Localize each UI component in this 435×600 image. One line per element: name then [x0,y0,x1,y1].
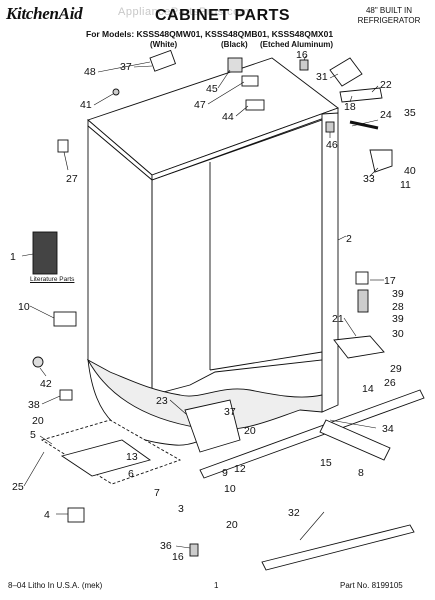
callout: 16 [296,49,308,61]
callout: 36 [160,540,172,552]
callout: 4 [44,509,50,521]
callout: 33 [363,173,375,185]
variant-aluminum: (Etched Aluminum) [260,40,334,49]
page-title: CABINET PARTS [155,7,291,24]
callout: 23 [156,395,168,407]
bracket-47 [241,75,259,87]
callout: 26 [384,377,396,389]
kickplate-32 [261,524,415,571]
callout: 10 [224,483,236,495]
callout: 20 [244,425,256,437]
callout: 45 [206,83,218,95]
callout: 37 [120,61,132,73]
callout: 42 [40,378,52,390]
callout: 15 [320,457,332,469]
screw-36 [189,543,199,557]
callout-labels: 48 37 45 16 31 41 47 44 18 22 27 24 35 4… [10,49,416,563]
leg-4 [67,507,85,523]
variant-black: (Black) [221,40,248,49]
callout: 40 [404,165,416,177]
variant-white: (White) [150,40,178,49]
callout: 10 [18,301,30,313]
callout: 39 [392,288,404,300]
callout: 25 [12,481,24,493]
literature-booklet [32,231,58,275]
callout: 34 [382,423,394,435]
callout: 38 [28,399,40,411]
hinge-bracket-31 [329,57,363,87]
callout: 32 [288,507,300,519]
builtin-label: 48" BUILT IN REFRIGERATOR [348,6,430,26]
cabinet-cutaway [86,358,323,431]
callout: 20 [226,519,238,531]
callout: 44 [222,111,234,123]
screw-41 [112,88,120,96]
screw-16-top [299,59,309,71]
callout: 46 [326,139,338,151]
callout: 29 [390,363,402,375]
callout: 13 [126,451,138,463]
callout: 8 [358,467,364,479]
brand-logo: KitchenAid [6,4,83,23]
callout: 37 [224,406,236,418]
callout: 14 [362,383,374,395]
literature-label: Literature Parts [30,276,75,283]
callout: 9 [222,467,228,479]
spring-24 [349,120,379,130]
hinge-bracket-21 [333,335,385,359]
footer-litho: 8–04 Litho In U.S.A. (mek) [8,581,103,590]
cabinet-right-side [321,112,339,413]
callout: 30 [392,328,404,340]
screw-46 [325,121,335,133]
callout: 16 [172,551,184,563]
leader-lines [21,55,384,549]
callout: 7 [154,487,160,499]
base-rail-34 [199,389,425,479]
part-17 [355,271,369,285]
callout: 1 [10,251,16,263]
cabinet-floor-edge [209,351,323,371]
clip-38 [59,389,73,401]
callout: 6 [128,468,134,480]
builtin-line1: 48" BUILT IN [365,6,413,15]
callout: 2 [346,233,352,245]
bracket-44 [245,99,265,111]
bracket-23 [184,399,241,453]
callout: 5 [30,429,36,441]
callout: 22 [380,79,392,91]
callout: 35 [404,107,416,119]
hinge-plate-18 [339,87,383,103]
callout: 11 [400,179,411,191]
callout: 18 [344,101,356,113]
bracket-48 [149,49,177,72]
callout: 31 [316,71,328,83]
callout: 48 [84,66,96,78]
clip-27 [57,139,69,153]
leveling-plate-6 [60,439,152,477]
callout: 47 [194,99,206,111]
callout: 20 [32,415,44,427]
footer-page-number: 1 [214,581,219,590]
callout: 3 [178,503,184,515]
support-15 [319,419,391,461]
hinge-pin-28 [357,289,369,313]
screw-42 [32,356,44,368]
builtin-line2: REFRIGERATOR [357,16,421,25]
part-10 [53,311,77,327]
callout: 27 [66,173,78,185]
callout: 12 [234,463,246,475]
callout: 41 [80,99,92,111]
callout: 24 [380,109,392,121]
bracket-45 [227,57,243,73]
models-line: For Models: KSSS48QMW01, KSSS48QMB01, KS… [86,29,334,39]
callout: 39 [392,313,404,325]
footer-part-number: Part No. 8199105 [340,581,403,590]
callout: 17 [384,275,396,287]
bracket-33 [369,149,393,173]
watermark: AppliancePartsPros.com [118,6,250,18]
callout: 28 [392,301,404,313]
callout: 21 [332,313,344,325]
